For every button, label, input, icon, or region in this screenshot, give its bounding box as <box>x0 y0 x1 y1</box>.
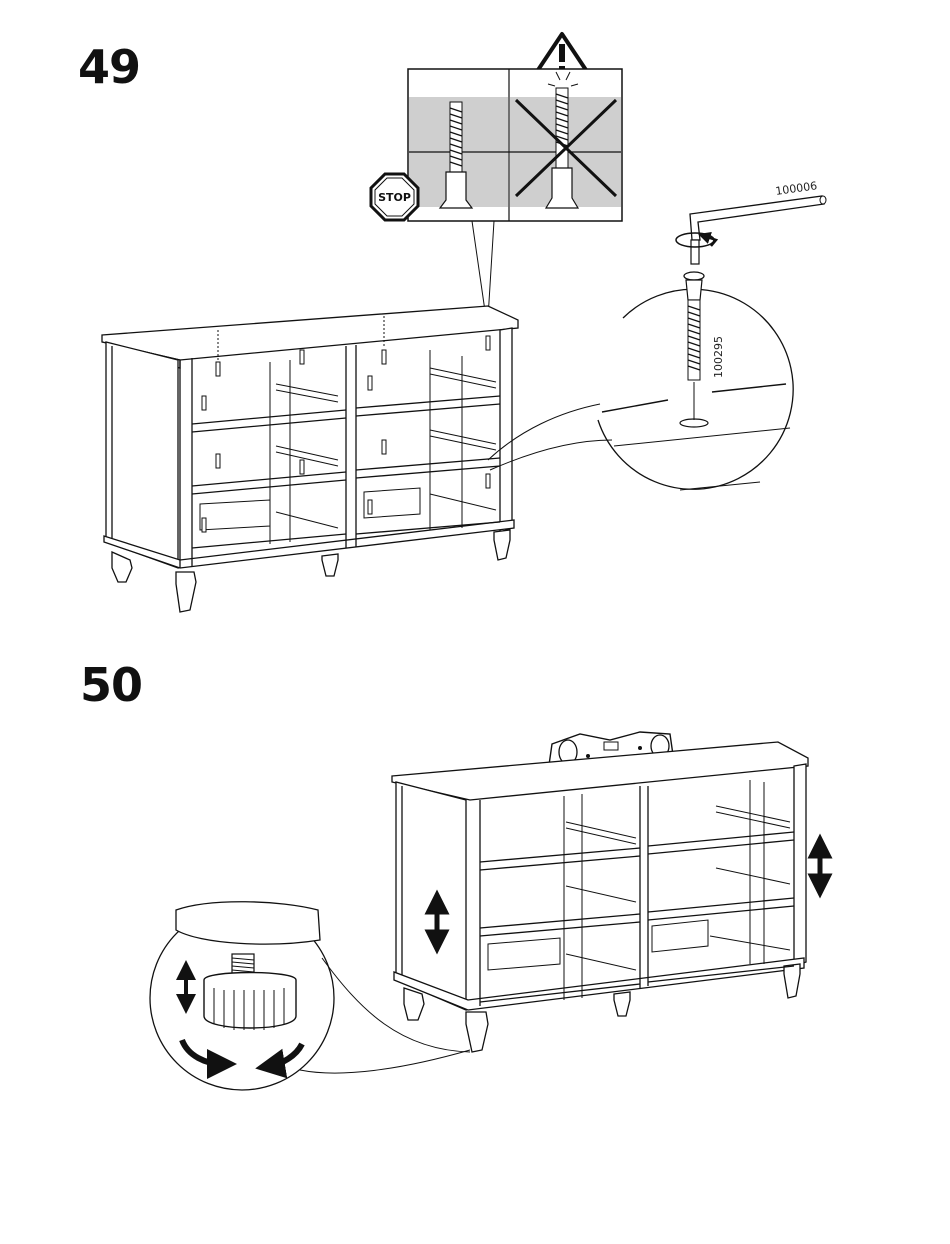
screw-detail-magnifier: 100295 <box>488 272 793 490</box>
dresser-step-49 <box>102 306 518 612</box>
stop-sign-icon: STOP <box>371 174 418 220</box>
stop-sign-label: STOP <box>378 191 411 204</box>
screw-depth-detail-panel <box>408 69 622 221</box>
dresser-step-50 <box>392 742 808 1052</box>
allen-key-icon: 100006 <box>676 179 826 264</box>
part-number-screw: 100295 <box>712 336 725 378</box>
part-number-allen-key: 100006 <box>775 179 818 198</box>
